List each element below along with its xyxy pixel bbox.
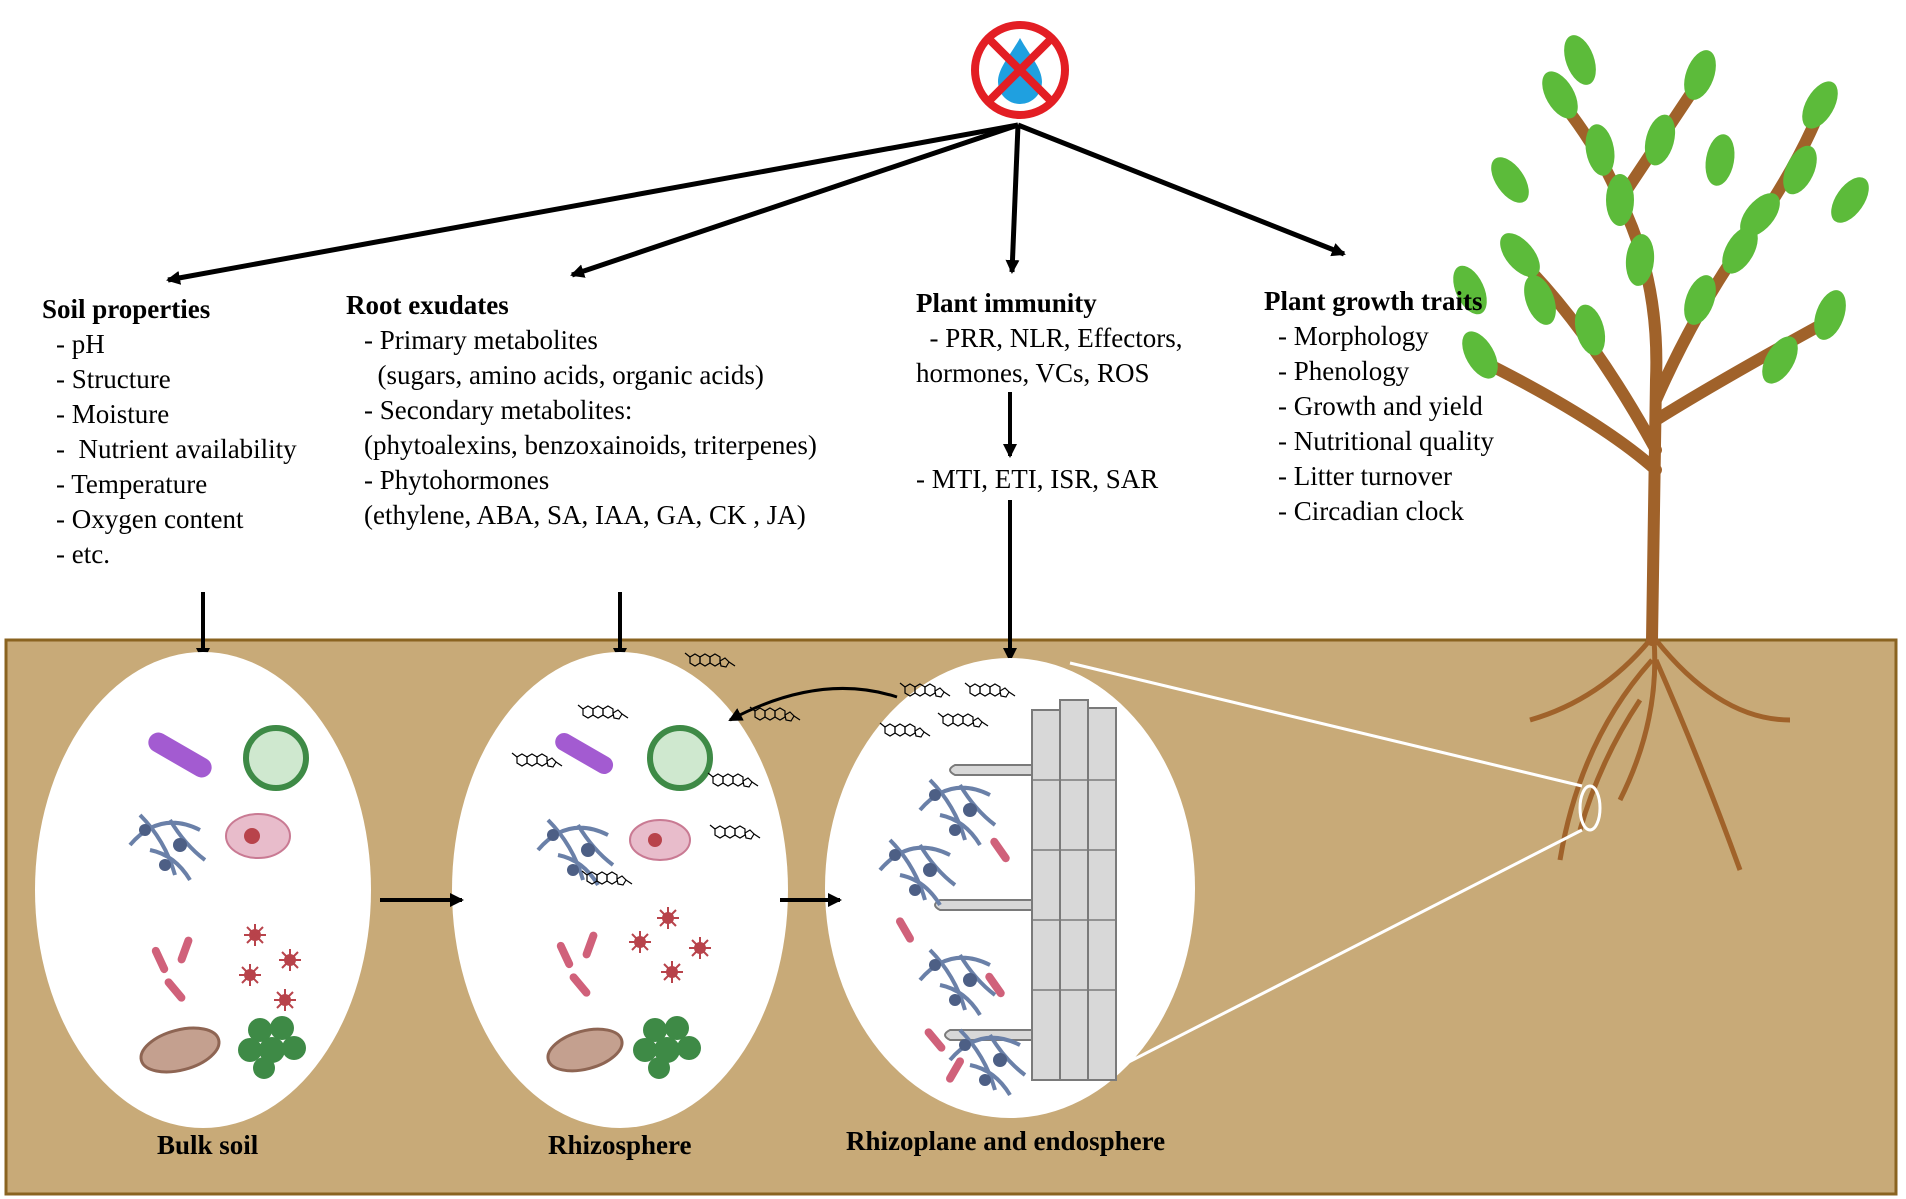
- exudate-item: (phytoalexins, benzoxainoids, triterpene…: [364, 430, 817, 460]
- leaf: [1740, 193, 1780, 237]
- leaf: [1762, 336, 1798, 384]
- leaf: [1783, 145, 1817, 195]
- root-exudates-block: Root exudates - Primary metabolites (sug…: [346, 288, 817, 533]
- leaf: [1684, 275, 1716, 325]
- growth-item: - Circadian clock: [1278, 496, 1464, 526]
- soil-properties-title: Soil properties: [42, 294, 211, 324]
- exudate-item: - Phytohormones: [364, 465, 550, 495]
- growth-item: - Phenology: [1278, 356, 1410, 386]
- exudate-item: (ethylene, ABA, SA, IAA, GA, CK , JA): [364, 500, 806, 530]
- leaf: [1462, 331, 1498, 379]
- no-water-icon: [971, 21, 1069, 119]
- root-exudates-title: Root exudates: [346, 290, 509, 320]
- rhizoplane-content: [878, 682, 1117, 1097]
- rhizoplane-oval: [825, 658, 1195, 1118]
- bacteria-icon: [148, 732, 212, 778]
- growth-item: - Growth and yield: [1278, 391, 1483, 421]
- fan-arrows: [166, 122, 1346, 285]
- soil-item: - pH: [56, 329, 105, 359]
- leaf: [1564, 35, 1596, 85]
- leaf: [1722, 226, 1758, 274]
- tree-icon: [1453, 35, 1869, 871]
- leaf: [1606, 174, 1634, 226]
- exudate-item: (sugars, amino acids, organic acids): [364, 360, 764, 390]
- growth-item: - Nutritional quality: [1278, 426, 1494, 456]
- immunity-response-text: - MTI, ETI, ISR, SAR: [916, 464, 1159, 494]
- plant-immunity-block: Plant immunity - PRR, NLR, Effectors, ho…: [916, 286, 1182, 391]
- bulk-soil-label: Bulk soil: [157, 1130, 259, 1160]
- leaf: [1524, 275, 1556, 325]
- plant-immunity-title: Plant immunity: [916, 288, 1097, 318]
- down-arrows: [196, 392, 1017, 662]
- soil-item: - Structure: [56, 364, 171, 394]
- exudate-return-arrow: [728, 686, 898, 722]
- leaf: [1644, 114, 1676, 166]
- leaf: [1684, 50, 1716, 100]
- leaf: [1453, 265, 1487, 315]
- growth-item: - Morphology: [1278, 321, 1429, 351]
- soil-item: - Oxygen content: [56, 504, 244, 534]
- immunity-response: - MTI, ETI, ISR, SAR: [916, 462, 1158, 497]
- leaf: [1625, 234, 1655, 286]
- virus-icon: [243, 923, 267, 947]
- exudate-item: - Secondary metabolites:: [364, 395, 633, 425]
- soil-item: - etc.: [56, 539, 110, 569]
- leaf: [1542, 71, 1578, 119]
- root-zoom-ring: [1578, 784, 1602, 832]
- rhizosphere-oval: [452, 652, 788, 1128]
- leaf: [1802, 81, 1838, 129]
- rhizosphere-label: Rhizosphere: [548, 1130, 692, 1160]
- leaf: [1491, 157, 1529, 203]
- soil-item: - Nutrient availability: [56, 434, 297, 464]
- rhizoplane-label: Rhizoplane and endosphere: [846, 1126, 1166, 1156]
- immunity-item: - PRR, NLR, Effectors,: [916, 323, 1183, 353]
- soil-item: - Moisture: [56, 399, 170, 429]
- leaf: [1585, 124, 1615, 176]
- soil-item: - Temperature: [56, 469, 208, 499]
- leaf: [1831, 177, 1869, 223]
- exudate-item: - Primary metabolites: [364, 325, 598, 355]
- plant-growth-title: Plant growth traits: [1264, 286, 1483, 316]
- leaf: [1574, 304, 1606, 356]
- immunity-item: hormones, VCs, ROS: [916, 358, 1150, 388]
- rhizosphere-microbes: [511, 652, 801, 1079]
- leaf: [1814, 290, 1846, 340]
- leaf: [1705, 134, 1735, 186]
- plant-growth-block: Plant growth traits - Morphology - Pheno…: [1264, 284, 1494, 529]
- leaf: [1500, 233, 1540, 277]
- soil-properties-block: Soil properties - pH - Structure - Moist…: [42, 292, 297, 572]
- growth-item: - Litter turnover: [1278, 461, 1452, 491]
- algae-icon: [243, 725, 309, 791]
- bulk-soil-microbes: [128, 725, 309, 1079]
- zoom-lines: [1069, 661, 1583, 1094]
